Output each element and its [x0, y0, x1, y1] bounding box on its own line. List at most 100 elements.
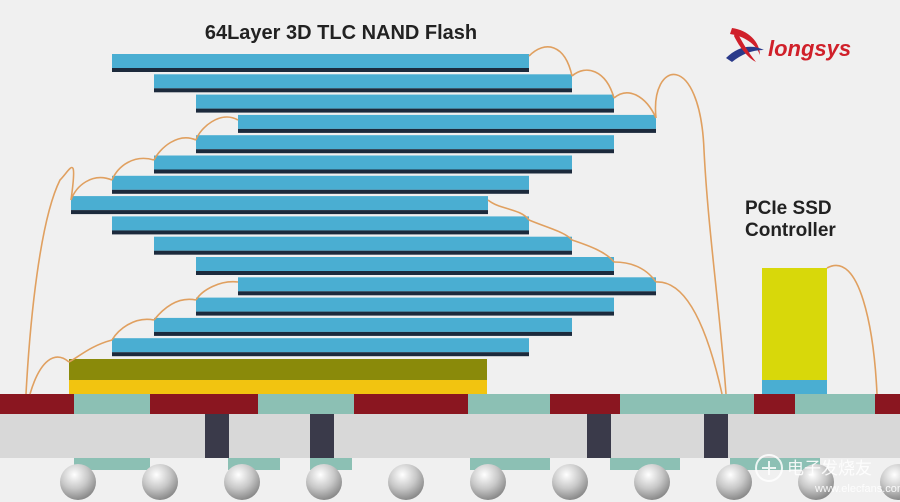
flash-layer: [71, 196, 488, 211]
substrate-pad: [795, 394, 875, 414]
solder-ball: [224, 464, 260, 500]
flash-layer: [196, 297, 614, 312]
bond-wire: [528, 219, 573, 241]
flash-layer-shadow: [196, 271, 614, 275]
solder-ball: [634, 464, 670, 500]
bond-wire: [655, 281, 723, 395]
bottom-pad: [74, 458, 150, 470]
elecfans-logo-icon: [755, 454, 783, 482]
bond-wire: [571, 69, 615, 99]
nand-flash-stack: [71, 54, 656, 357]
flash-layer: [238, 277, 656, 292]
solder-ball: [306, 464, 342, 500]
brand-name: longsys: [768, 36, 851, 61]
flash-layer-shadow: [238, 291, 656, 296]
bond-wire: [111, 157, 155, 181]
controller-base: [762, 380, 827, 394]
bond-wire: [111, 318, 155, 341]
diagram-title: 64Layer 3D TLC NAND Flash: [205, 22, 477, 44]
flash-layer-shadow: [196, 108, 614, 113]
bond-wire: [29, 356, 70, 395]
flash-layer-shadow: [154, 250, 572, 255]
controller-chip: [762, 268, 827, 394]
bond-wire: [654, 73, 727, 395]
flash-layer: [112, 338, 529, 353]
bond-wire: [195, 116, 239, 141]
flash-layer: [238, 114, 656, 129]
substrate-pads: [74, 394, 875, 414]
flash-layer-shadow: [196, 149, 614, 154]
bond-wire: [487, 199, 530, 221]
solder-ball: [60, 464, 96, 500]
solder-balls: [60, 464, 900, 500]
flash-layer-shadow: [112, 68, 529, 72]
base-die-bottom: [69, 380, 487, 394]
watermark-text: 电子发烧友: [787, 459, 872, 479]
flash-layer-shadow: [112, 189, 529, 194]
controller-label-line1: PCIe SSD: [745, 198, 832, 219]
substrate-pad: [258, 394, 354, 414]
logo-swoosh-lower: [734, 30, 756, 62]
bond-wire: [613, 261, 657, 283]
substrate-vias: [205, 414, 728, 458]
solder-ball: [798, 464, 834, 500]
flash-layer: [196, 94, 614, 109]
flash-layer: [196, 135, 614, 150]
bottom-pad: [730, 458, 820, 470]
flash-layer-shadow: [154, 331, 572, 336]
solder-ball: [142, 464, 178, 500]
bond-wires: [25, 46, 878, 395]
watermark-cross: [762, 461, 776, 475]
bond-wire: [571, 239, 615, 263]
flash-layer: [196, 257, 614, 271]
flash-layer: [112, 54, 529, 68]
base-die-top: [69, 359, 487, 380]
flash-layer-shadow: [112, 230, 529, 235]
solder-ball: [388, 464, 424, 500]
substrate-via: [310, 414, 334, 458]
flash-layer-shadow: [112, 352, 529, 357]
flash-layer-shadow: [196, 311, 614, 316]
bottom-pads: [74, 458, 820, 470]
substrate-via: [587, 414, 611, 458]
flash-layer-shadow: [154, 169, 572, 174]
substrate-via: [205, 414, 229, 458]
controller-label-line2: Controller: [745, 220, 836, 241]
bond-wire: [153, 137, 197, 161]
watermark-ring: [755, 454, 783, 482]
bond-wire: [613, 92, 657, 119]
solder-ball: [470, 464, 506, 500]
longsys-logo-icon: [726, 28, 764, 62]
flash-layer: [154, 74, 572, 89]
logo-swoosh-blue: [726, 46, 764, 62]
substrate-pad: [74, 394, 150, 414]
flash-layer: [112, 216, 529, 231]
substrate-pad: [468, 394, 550, 414]
substrate: [0, 394, 900, 470]
solder-ball: [552, 464, 588, 500]
flash-layer-shadow: [71, 210, 488, 215]
bond-wire: [528, 46, 573, 77]
base-die: [69, 359, 487, 394]
watermark-url: www.elecfans.com: [814, 483, 900, 495]
controller-die: [762, 268, 827, 380]
bond-wire: [25, 166, 75, 395]
solder-ball: [716, 464, 752, 500]
bond-wire: [826, 264, 878, 395]
flash-layer-shadow: [238, 128, 656, 133]
solder-ball: [880, 464, 900, 500]
bond-wire: [195, 280, 239, 301]
bond-wire: [153, 298, 197, 321]
substrate-pad: [620, 394, 754, 414]
flash-layer: [112, 175, 529, 190]
flash-layer: [154, 317, 572, 332]
flash-layer-shadow: [154, 88, 572, 93]
flash-layer: [154, 236, 572, 251]
bond-wire: [68, 339, 113, 363]
bond-wire: [70, 176, 113, 201]
bottom-pad: [610, 458, 680, 470]
substrate-via: [704, 414, 728, 458]
flash-layer: [154, 155, 572, 170]
